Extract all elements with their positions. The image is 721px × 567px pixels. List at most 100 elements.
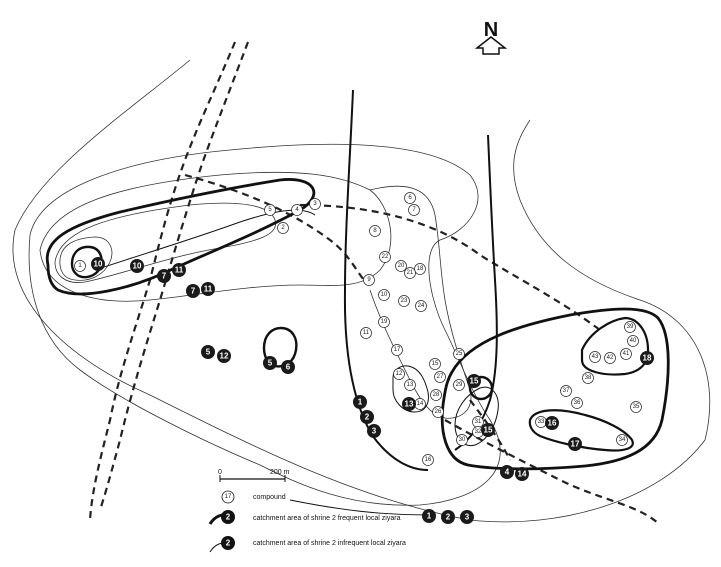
compound-circle bbox=[378, 289, 390, 301]
shrine-marker: 3 bbox=[460, 510, 474, 524]
compound-number: 5 bbox=[268, 207, 272, 213]
compound-marker: 33 bbox=[535, 416, 547, 428]
compound-number: 33 bbox=[538, 419, 545, 425]
compound-number: 20 bbox=[398, 263, 405, 269]
catchment-east bbox=[440, 307, 670, 471]
shrine-marker: 17 bbox=[568, 437, 582, 451]
legend-compound-text: compound bbox=[253, 494, 286, 501]
compound-number: 34 bbox=[619, 437, 626, 443]
contour-3 bbox=[39, 171, 392, 302]
compound-marker: 18 bbox=[414, 263, 426, 275]
compound-marker: 3 bbox=[309, 198, 321, 210]
compound-circle bbox=[616, 434, 628, 446]
compound-number: 28 bbox=[433, 392, 440, 398]
compound-marker: 36 bbox=[571, 397, 583, 409]
catchment-shrine-13 bbox=[392, 365, 429, 413]
shrine-circle bbox=[353, 395, 367, 409]
shrine-circle bbox=[172, 263, 186, 277]
compound-marker: 35 bbox=[630, 401, 642, 413]
compound-circle bbox=[432, 406, 444, 418]
shrine-marker: 1 bbox=[353, 395, 367, 409]
compound-marker: 34 bbox=[616, 434, 628, 446]
compound-marker: 20 bbox=[395, 260, 407, 272]
compound-circle bbox=[422, 454, 434, 466]
catchment-shrine-15-inner bbox=[468, 375, 494, 401]
compound-number: 25 bbox=[456, 351, 463, 357]
contour-5 bbox=[59, 236, 113, 281]
catchment-infrequent-south bbox=[289, 499, 431, 516]
compound-number: 26 bbox=[435, 409, 442, 415]
compound-circle bbox=[378, 316, 390, 328]
compound-circle bbox=[453, 379, 465, 391]
compound-marker: 19 bbox=[378, 316, 390, 328]
compound-marker: 39 bbox=[624, 321, 636, 333]
compound-circle bbox=[434, 371, 446, 383]
legend-infrequent-symbol: 2 bbox=[226, 539, 231, 548]
compound-number: 16 bbox=[425, 457, 432, 463]
compound-marker: 22 bbox=[379, 251, 391, 263]
compound-number: 30 bbox=[459, 437, 466, 443]
compound-number: 40 bbox=[630, 338, 637, 344]
shrine-circle bbox=[130, 259, 144, 273]
shrine-circle bbox=[545, 416, 559, 430]
compound-number: 43 bbox=[592, 354, 599, 360]
shrine-circle bbox=[201, 282, 215, 296]
compound-marker: 2 bbox=[277, 222, 289, 234]
shrine-circle bbox=[422, 509, 436, 523]
wadi-west bbox=[343, 89, 429, 471]
compound-marker: 21 bbox=[404, 267, 416, 279]
compound-marker: 1 bbox=[74, 260, 86, 272]
compound-marker: 8 bbox=[369, 225, 381, 237]
shrine-marker: 13 bbox=[402, 397, 416, 411]
legend: 17 compound 2 catchment area of shrine 2… bbox=[208, 490, 406, 553]
compound-circle bbox=[363, 274, 375, 286]
compound-circle bbox=[620, 348, 632, 360]
shrine-marker: 5 bbox=[201, 345, 215, 359]
wadi-east bbox=[454, 134, 498, 451]
compound-number: 19 bbox=[381, 319, 388, 325]
compound-number: 24 bbox=[418, 303, 425, 309]
compound-circle bbox=[369, 225, 381, 237]
shrine-number: 18 bbox=[643, 354, 652, 363]
compound-circle bbox=[430, 389, 442, 401]
compound-number: 42 bbox=[607, 355, 614, 361]
track-north-west-2 bbox=[98, 41, 250, 511]
shrine-number: 4 bbox=[505, 468, 510, 477]
shrine-circle bbox=[281, 360, 295, 374]
compound-number: 9 bbox=[367, 277, 371, 283]
scale-end: 200 m bbox=[270, 469, 290, 476]
shrine-number: 10 bbox=[133, 262, 142, 271]
compound-number: 11 bbox=[363, 330, 370, 336]
shrine-number: 2 bbox=[365, 413, 370, 422]
compound-marker: 17 bbox=[391, 344, 403, 356]
compound-marker: 30 bbox=[456, 434, 468, 446]
legend-compound-symbol: 17 bbox=[225, 494, 232, 500]
compound-number: 41 bbox=[623, 351, 630, 357]
compound-circle bbox=[404, 379, 416, 391]
compound-circle bbox=[379, 251, 391, 263]
shrine-number: 7 bbox=[162, 272, 167, 281]
compound-marker: 9 bbox=[363, 274, 375, 286]
shrine-circle bbox=[441, 510, 455, 524]
compound-number: 27 bbox=[437, 374, 444, 380]
compound-number: 39 bbox=[627, 324, 634, 330]
compound-number: 12 bbox=[396, 371, 403, 377]
shrine-number: 1 bbox=[427, 512, 432, 521]
compound-circle bbox=[414, 263, 426, 275]
shrine-number: 6 bbox=[286, 363, 291, 372]
compound-circle bbox=[398, 295, 410, 307]
compound-marker: 42 bbox=[604, 352, 616, 364]
shrine-marker: 15 bbox=[481, 423, 495, 437]
compound-number: 21 bbox=[407, 270, 414, 276]
shrine-circle bbox=[360, 410, 374, 424]
compound-number: 37 bbox=[563, 388, 570, 394]
compound-circle bbox=[571, 397, 583, 409]
shrine-number: 15 bbox=[484, 426, 493, 435]
compound-marker: 26 bbox=[432, 406, 444, 418]
compound-circle bbox=[277, 222, 289, 234]
shrine-marker: 3 bbox=[367, 424, 381, 438]
compound-marker: 27 bbox=[434, 371, 446, 383]
shrine-circle bbox=[500, 465, 514, 479]
shrine-marker: 7 bbox=[157, 269, 171, 283]
compound-number: 18 bbox=[417, 266, 424, 272]
